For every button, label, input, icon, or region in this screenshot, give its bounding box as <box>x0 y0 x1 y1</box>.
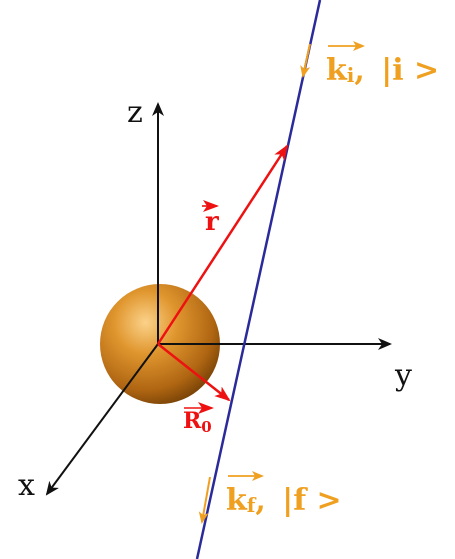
kf-comma: , <box>255 483 276 518</box>
kf-direction-arrow <box>198 476 211 524</box>
z-axis-label: z <box>127 95 143 130</box>
r0-vector <box>157 343 231 402</box>
particle-trajectory <box>195 0 322 559</box>
r-vector-label: r <box>205 207 219 237</box>
kf-ket: |f > <box>282 483 341 518</box>
y-axis-label: y <box>394 358 412 393</box>
r0-subscript: 0 <box>201 418 211 436</box>
ki-main: k <box>326 53 348 88</box>
x-axis-label: x <box>18 468 35 503</box>
ki-comma: , <box>354 53 375 88</box>
ki-state-label: ki, |i > <box>326 53 439 88</box>
ki-subscript: i <box>347 63 355 87</box>
ki-ket: |i > <box>381 53 439 88</box>
kf-subscript: f <box>247 493 257 517</box>
r0-main: R <box>183 408 202 434</box>
kf-state-label: kf, |f > <box>226 483 342 518</box>
ki-direction-arrow <box>300 43 311 78</box>
r-vector <box>156 144 289 345</box>
x-axis <box>45 343 159 496</box>
r0-vector-label: R0 <box>183 408 212 436</box>
kf-main: k <box>226 483 248 518</box>
